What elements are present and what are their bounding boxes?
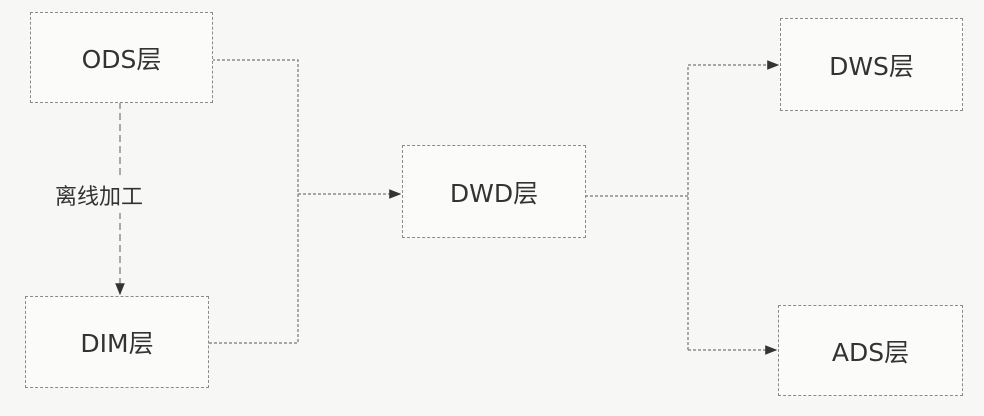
- dwd-to-dws-arrow: [687, 60, 780, 350]
- ods-to-dwd-line: [208, 59, 299, 344]
- dim-layer-box: DIM层: [25, 296, 209, 388]
- dws-label: DWS层: [829, 51, 914, 81]
- ods-label: ODS层: [81, 44, 162, 74]
- dim-label: DIM层: [80, 329, 154, 358]
- offline-processing-label: 离线加工: [55, 177, 144, 213]
- dws-layer-box: DWS层: [780, 18, 963, 111]
- ads-label: ADS层: [831, 337, 910, 367]
- ods-layer-box: ODS层: [30, 12, 213, 103]
- ads-layer-box: ADS层: [778, 305, 963, 396]
- dwd-layer-box: DWD层: [402, 145, 586, 238]
- dwd-label: DWD层: [449, 178, 539, 208]
